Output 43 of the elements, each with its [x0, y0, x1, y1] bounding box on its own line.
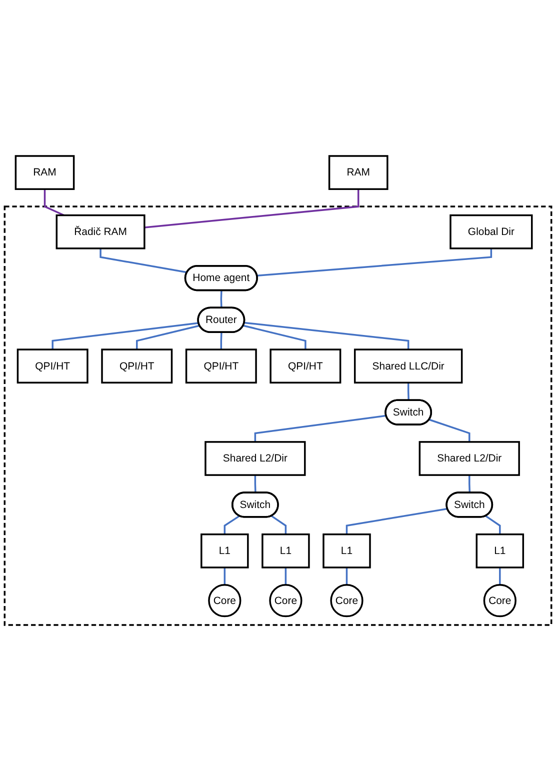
connector: [254, 475, 256, 493]
connector: [244, 322, 410, 350]
connector: [346, 567, 348, 585]
connector: [220, 332, 222, 350]
connector: [485, 515, 501, 534]
node-box: L1: [262, 533, 310, 568]
node-circle: Core: [208, 584, 242, 618]
connector: [270, 515, 287, 534]
node-box: L1: [200, 533, 249, 568]
connector: [52, 322, 199, 350]
connector: [407, 382, 410, 400]
node-box: Global Dir: [450, 214, 533, 250]
node-box: Shared L2/Dir: [204, 441, 306, 476]
node-box: L1: [322, 533, 371, 568]
node-box: QPI/HT: [16, 348, 88, 384]
node-circle: Core: [483, 584, 516, 618]
connector: [243, 324, 306, 350]
connector: [346, 508, 448, 534]
node-box: QPI/HT: [101, 348, 173, 384]
node-box: RAM: [14, 155, 75, 190]
connector: [224, 567, 226, 585]
connector: [44, 189, 64, 216]
node-circle: Core: [269, 584, 302, 618]
node-box: L1: [476, 533, 524, 568]
connector: [220, 290, 222, 308]
connector: [224, 515, 240, 534]
connector: [136, 324, 200, 350]
node-box: QPI/HT: [185, 348, 257, 384]
node-box: QPI/HT: [270, 348, 342, 384]
connector: [428, 418, 470, 442]
cluster: [4, 206, 552, 626]
node-circle: Core: [330, 584, 364, 618]
connector: [256, 248, 492, 276]
node-box: Shared LLC/Dir: [354, 348, 463, 384]
connector: [468, 475, 471, 493]
connector: [254, 414, 386, 442]
connector: [284, 567, 287, 585]
connector: [499, 567, 501, 585]
node-box: RAM: [328, 155, 388, 190]
node-box: Řadič RAM: [56, 214, 146, 250]
connector: [144, 189, 360, 228]
connector: [100, 248, 188, 274]
node-box: Shared L2/Dir: [418, 441, 520, 476]
